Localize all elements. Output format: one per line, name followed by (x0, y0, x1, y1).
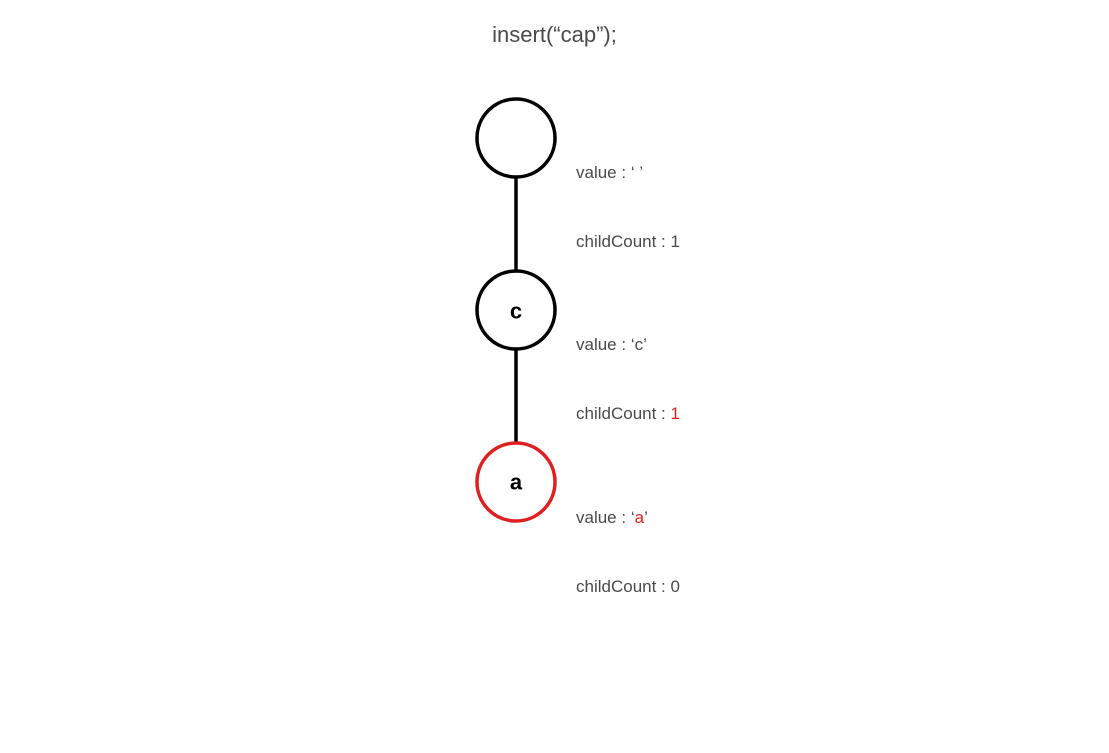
child-count-line: childCount : 0 (576, 577, 680, 596)
child-count-line: childCount : 1 (576, 404, 680, 423)
child-count-value: 1 (670, 232, 680, 251)
child-count-value: 0 (670, 577, 680, 596)
operation-title-text: insert(“cap”); (492, 22, 617, 47)
value-char: a (634, 508, 645, 527)
trie-node-c (475, 269, 557, 351)
trie-node-root (475, 97, 557, 179)
child-count-value: 1 (670, 404, 680, 423)
node-info-a: value : ‘a’ childCount : 0 (576, 460, 680, 621)
trie-node-a (475, 441, 557, 523)
node-info-root: value : ‘ ’ childCount : 1 (576, 115, 680, 276)
value-line: value : ‘ ’ (576, 163, 644, 182)
child-count-line: childCount : 1 (576, 232, 680, 251)
value-char: c (634, 335, 644, 354)
node-info-c: value : ‘c’ childCount : 1 (576, 287, 680, 448)
node-label-c: c (510, 299, 522, 324)
node-label-a: a (510, 470, 523, 495)
value-line: value : ‘a’ (576, 508, 648, 527)
value-line: value : ‘c’ (576, 335, 647, 354)
operation-title: insert(“cap”); (0, 22, 1109, 48)
